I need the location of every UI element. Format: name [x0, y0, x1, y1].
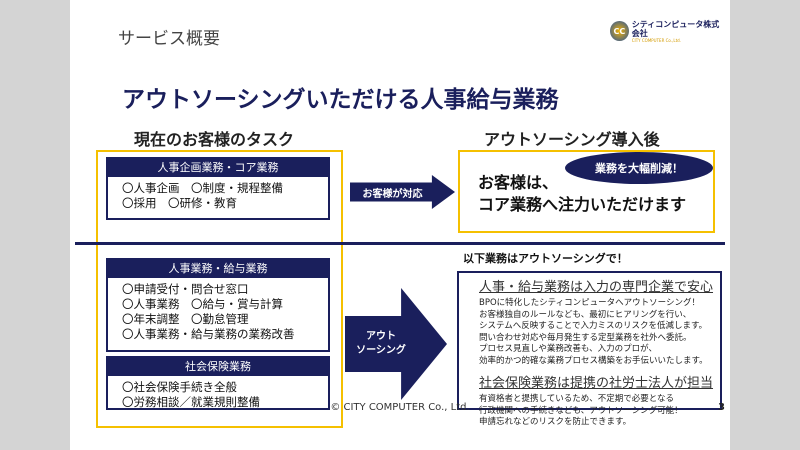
section-body: BPOに特化したシティコンピュータへアウトソーシング！お客様独自のルールなども、… — [459, 298, 720, 367]
page-number: 3 — [718, 402, 725, 413]
section-title: 社会保険業務は提携の社労士法人が担当 — [479, 376, 714, 391]
after-outsourcing-frame: お客様は、 コア業務へ注力いただけます — [458, 150, 715, 233]
slide-title: サービス概要 — [118, 29, 220, 49]
list-item: 〇採用 〇研修・教育 — [122, 196, 237, 210]
list-item: 〇人事業務 〇給与・賞与計算 — [122, 297, 283, 311]
logo-mark-icon: CC — [610, 21, 629, 41]
text-line: お客様独自のルールなども、最初にヒアリングを行い、 — [479, 309, 692, 320]
outsource-details-box: 人事・給与業務は入力の専門企業で安心 BPOに特化したシティコンピュータへアウト… — [457, 271, 722, 427]
text-line: プロセス見直しや業務改善も、入力のプロが、 — [479, 344, 657, 354]
text-line: 申請忘れなどのリスクを防止できます。 — [479, 417, 632, 427]
arrow-right-icon: お客様が対応 — [350, 175, 455, 209]
left-label: 現在のお客様のタスク — [134, 130, 295, 149]
list-item: 〇申請受付・問合せ窓口 — [122, 282, 249, 296]
text-line: 効率的かつ的確な業務プロセス構築をお手伝いいたします。 — [479, 355, 708, 366]
outsource-lead: 以下業務はアウトソーシングで！ — [463, 252, 628, 265]
list-item: 〇社会保険手続き全般 — [122, 380, 237, 394]
benefit-line: コア業務へ注力いただけます — [478, 195, 687, 214]
arrow-label: アウト — [366, 331, 396, 342]
arrow-label: ソーシング — [356, 345, 406, 356]
list-item: 〇人事企画 〇制度・規程整備 — [122, 181, 283, 195]
text-line: BPOに特化したシティコンピュータへアウトソーシング！ — [479, 298, 700, 308]
current-tasks-frame — [96, 150, 343, 428]
copyright: © CITY COMPUTER Co., Ltd. — [330, 402, 470, 413]
box-title: 人事企画業務・コア業務 — [108, 159, 328, 177]
text-line: システムへ反映することで入力ミスのリスクを低減します。 — [479, 321, 708, 331]
list-item: 〇人事業務・給与業務の業務改善 — [122, 327, 295, 341]
text-line: 有資格者と提携しているため、不定期で必要となる — [479, 394, 674, 404]
slide-heading: アウトソーシングいただける人事給与業務 — [122, 87, 559, 113]
logo-sub: CITY COMPUTER Co.,Ltd. — [631, 37, 681, 43]
section-title: 人事・給与業務は入力の専門企業で安心 — [479, 280, 714, 295]
big-arrow-right-icon: アウトソーシング — [345, 288, 447, 400]
core-tasks-box: 人事企画業務・コア業務 〇人事企画 〇制度・規程整備〇採用 〇研修・教育 — [106, 157, 330, 220]
logo-name: シティコンピュータ株式会社 — [631, 19, 720, 38]
box-title: 社会保険業務 — [108, 358, 328, 376]
text-line: 問い合わせ対応や毎月発生する定型業務を社外へ委託。 — [479, 332, 692, 343]
social-insurance-box: 社会保険業務 〇社会保険手続き全般〇労務相談／就業規則整備 — [106, 356, 330, 410]
section-body: 有資格者と提携しているため、不定期で必要となる行政機関への手続きなども、アウトソ… — [459, 394, 720, 429]
benefit-line: お客様は、 — [478, 173, 559, 192]
divider — [75, 242, 725, 245]
right-label: アウトソーシング導入後 — [484, 130, 660, 149]
box-title: 人事業務・給与業務 — [108, 260, 328, 278]
payroll-tasks-box: 人事業務・給与業務 〇申請受付・問合せ窓口〇人事業務 〇給与・賞与計算〇年末調整… — [106, 258, 330, 352]
list-item: 〇年末調整 〇勤怠管理 — [122, 312, 249, 326]
reduction-badge: 業務を大幅削減！ — [565, 152, 713, 184]
arrow-label: お客様が対応 — [362, 188, 423, 200]
list-item: 〇労務相談／就業規則整備 — [122, 395, 260, 409]
text-line: 行政機関への手続きなども、アウトソーシング可能！ — [479, 405, 683, 416]
